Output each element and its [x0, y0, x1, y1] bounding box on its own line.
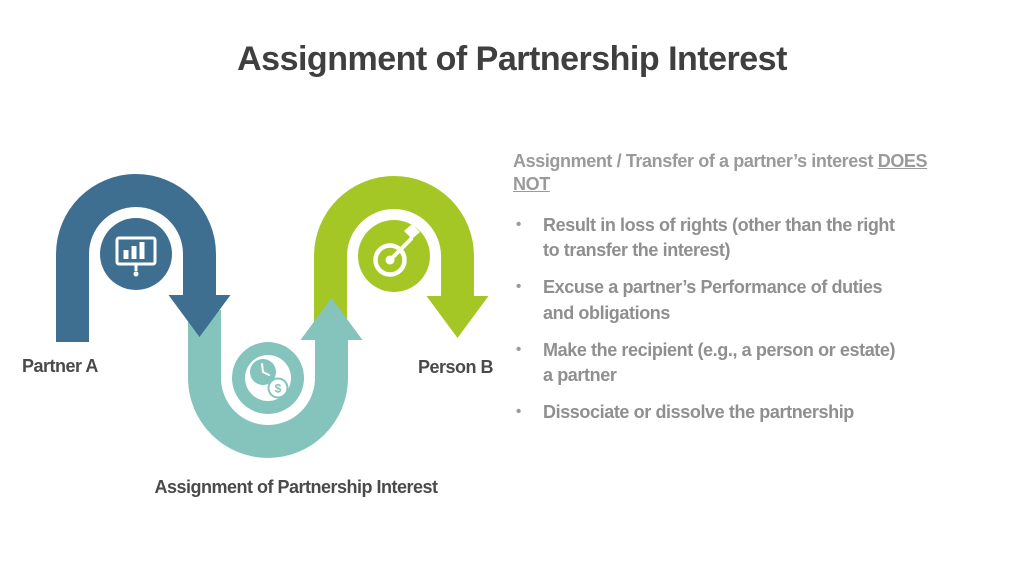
- list-item: Result in loss of rights (other than the…: [513, 213, 995, 263]
- list-item: Make the recipient (e.g., a person or es…: [513, 338, 995, 388]
- blue-hook-arrow: [56, 174, 231, 342]
- partnership-flow-diagram: $: [56, 174, 489, 458]
- panel-heading: Assignment / Transfer of a partner’s int…: [513, 150, 1013, 195]
- green-hook-arrow: [314, 176, 489, 338]
- target-icon: [373, 224, 420, 277]
- list-item: Dissociate or dissolve the partnership: [513, 400, 995, 425]
- coin-dollar-glyph: $: [275, 382, 282, 396]
- panel-heading-plain: Assignment / Transfer of a partner’s int…: [513, 151, 878, 171]
- panel-heading-underline-does: DOES: [877, 151, 928, 171]
- diagram-caption: Assignment of Partnership Interest: [154, 477, 438, 497]
- person-b-label: Person B: [418, 357, 494, 377]
- blue-arrow-shape: [56, 174, 231, 342]
- list-item: Excuse a partner’s Performance of duties…: [513, 275, 995, 325]
- panel-heading-underline-not: NOT: [513, 173, 550, 194]
- green-arrow-shape: [314, 176, 489, 338]
- right-text-panel: Assignment / Transfer of a partner’s int…: [513, 150, 1013, 437]
- slide-title: Assignment of Partnership Interest: [237, 40, 787, 78]
- presentation-chart-icon: [115, 236, 157, 277]
- time-money-icon: $: [245, 355, 291, 401]
- teal-arrow-shape: [188, 298, 363, 458]
- partner-a-label: Partner A: [22, 356, 98, 376]
- teal-u-arrow: $: [188, 298, 363, 458]
- bullet-list: Result in loss of rights (other than the…: [513, 213, 995, 425]
